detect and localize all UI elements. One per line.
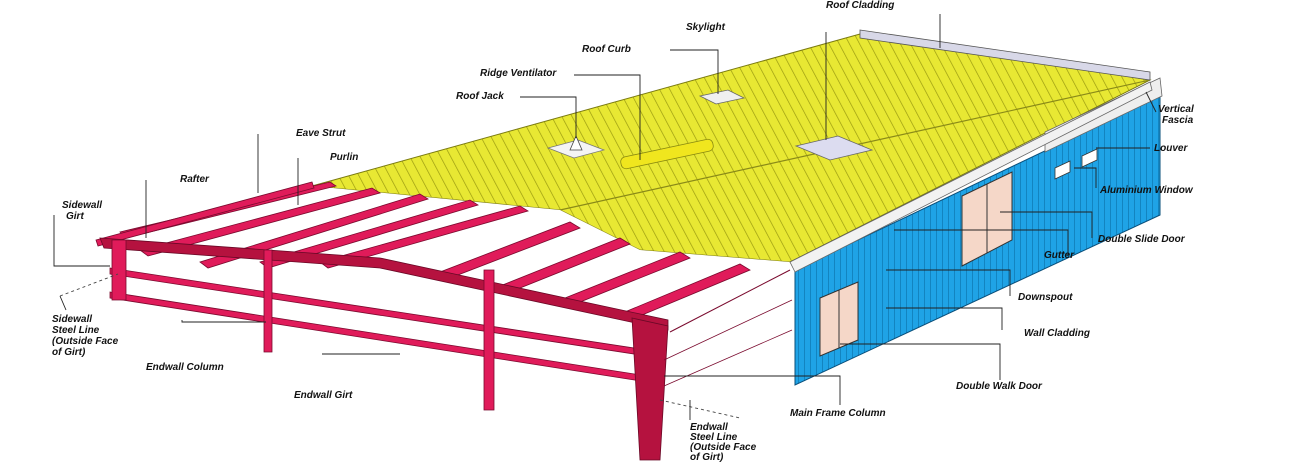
label-purlin: Purlin: [330, 152, 358, 163]
label-sidewall-girt-1: Sidewall: [62, 200, 102, 211]
label-vertical-fascia-1: Vertical: [1158, 104, 1194, 115]
labels: Roof Cladding Skylight Roof Curb Ridge V…: [52, 0, 1194, 462]
label-downspout: Downspout: [1018, 292, 1073, 303]
double-slide-door: [961, 171, 1013, 267]
label-endwall-girt: Endwall Girt: [294, 390, 353, 401]
label-gutter: Gutter: [1044, 250, 1075, 261]
label-sidewall-girt-2: Girt: [66, 211, 84, 222]
leader-lines: [53, 14, 1157, 420]
label-roof-jack: Roof Jack: [456, 91, 504, 102]
label-main-frame-column: Main Frame Column: [790, 408, 886, 419]
label-endwall-steel-line-1: Endwall: [690, 422, 728, 433]
label-wall-cladding: Wall Cladding: [1024, 328, 1090, 339]
label-rafter: Rafter: [180, 174, 210, 185]
label-louver: Louver: [1154, 143, 1188, 154]
aluminium-window: [1054, 148, 1098, 180]
label-vertical-fascia-2: Fascia: [1162, 115, 1194, 126]
label-sidewall-steel-line-1: Sidewall: [52, 314, 92, 325]
sidewall-steel-line: [59, 273, 119, 297]
label-eave-strut: Eave Strut: [296, 128, 346, 139]
label-sidewall-steel-line-4: of Girt): [52, 347, 86, 358]
label-ridge-ventilator: Ridge Ventilator: [480, 68, 557, 79]
label-sidewall-steel-line-2: Steel Line: [52, 325, 100, 336]
label-double-walk-door: Double Walk Door: [956, 381, 1043, 392]
label-roof-curb: Roof Curb: [582, 44, 631, 55]
label-aluminium-window: Aluminium Window: [1099, 185, 1194, 196]
roof-jack: [569, 134, 583, 151]
label-endwall-column: Endwall Column: [146, 362, 224, 373]
steel-frame: [95, 181, 793, 461]
endwall-steel-line: [659, 399, 741, 419]
label-endwall-steel-line-2: Steel Line: [690, 432, 738, 443]
label-roof-cladding: Roof Cladding: [826, 0, 894, 11]
label-double-slide-door: Double Slide Door: [1098, 234, 1186, 245]
roof-cladding: [311, 29, 1152, 263]
ridge-ventilator: [620, 138, 714, 170]
roof-curb-panel: [698, 89, 746, 105]
skylight-panel: [794, 135, 874, 161]
label-skylight: Skylight: [686, 22, 726, 33]
double-walk-door: [819, 281, 859, 357]
label-endwall-steel-line-4: of Girt): [690, 452, 724, 462]
label-sidewall-steel-line-3: (Outside Face: [52, 336, 119, 347]
label-endwall-steel-line-3: (Outside Face: [690, 442, 757, 453]
